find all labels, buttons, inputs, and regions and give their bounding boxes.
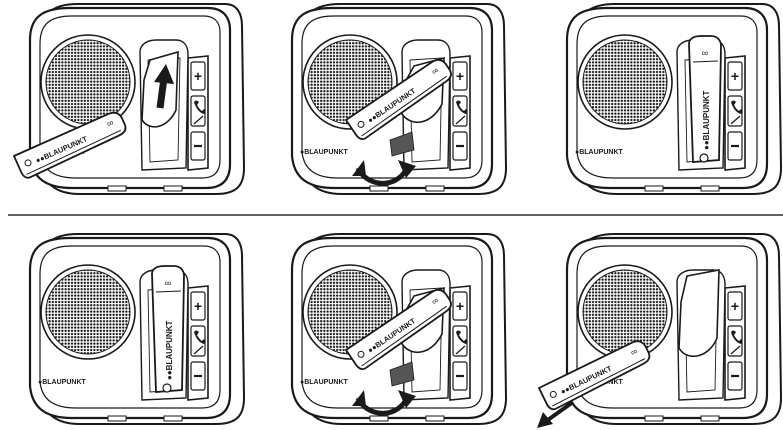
headset-brand-label: ●●BLAUPUNKT (165, 320, 174, 380)
foot-right (164, 186, 182, 191)
plus-label: + (456, 298, 464, 314)
headset-infinity: ∞ (702, 48, 708, 58)
brand-label: ●BLAUPUNKT (300, 149, 349, 156)
plus-label: + (456, 68, 464, 84)
foot-left (108, 186, 126, 191)
headset-button (700, 154, 708, 162)
brand-label: ●BLAUPUNKT (300, 379, 349, 386)
foot-left (370, 186, 388, 191)
foot-right (426, 416, 444, 421)
foot-left (108, 416, 126, 421)
panel-top-3: ●BLAUPUNKT + ∞ ●●BLAUPUNKT (567, 4, 781, 194)
foot-right (701, 186, 719, 191)
panel-bottom-1: ●BLAUPUNKT + ∞ ●●BLAUPUNKT (30, 234, 244, 424)
foot-left (370, 416, 388, 421)
plus-label: + (731, 68, 739, 84)
foot-right (164, 416, 182, 421)
panel-top-2: ●BLAUPUNKT+●●BLAUPUNKT∞ (292, 4, 506, 194)
panels: ●BLAUPUNKT+●●BLAUPUNKT∞●BLAUPUNKT+●●BLAU… (14, 4, 781, 428)
brand-label: ●BLAUPUNKT (575, 149, 624, 156)
speaker-grille (46, 270, 130, 354)
foot-right (426, 186, 444, 191)
speaker-grille (46, 40, 130, 124)
plus-label: + (731, 298, 739, 314)
panel-bottom-2: ●BLAUPUNKT+●●BLAUPUNKT∞ (292, 234, 506, 424)
panel-top-1: ●BLAUPUNKT+●●BLAUPUNKT∞ (14, 4, 244, 194)
speaker-grille (583, 270, 667, 354)
headset-button (163, 384, 171, 392)
brand-label: ●BLAUPUNKT (38, 379, 87, 386)
foot-left (645, 416, 663, 421)
headset-infinity: ∞ (165, 278, 171, 288)
plus-label: + (194, 68, 202, 84)
headset-brand-label: ●●BLAUPUNKT (702, 90, 711, 150)
panel-bottom-3: ●BLAUPUNKT+●●BLAUPUNKT∞ (537, 234, 781, 428)
plus-label: + (194, 298, 202, 314)
speaker-grille (583, 40, 667, 124)
foot-left (645, 186, 663, 191)
foot-right (701, 416, 719, 421)
earhook (679, 270, 719, 356)
